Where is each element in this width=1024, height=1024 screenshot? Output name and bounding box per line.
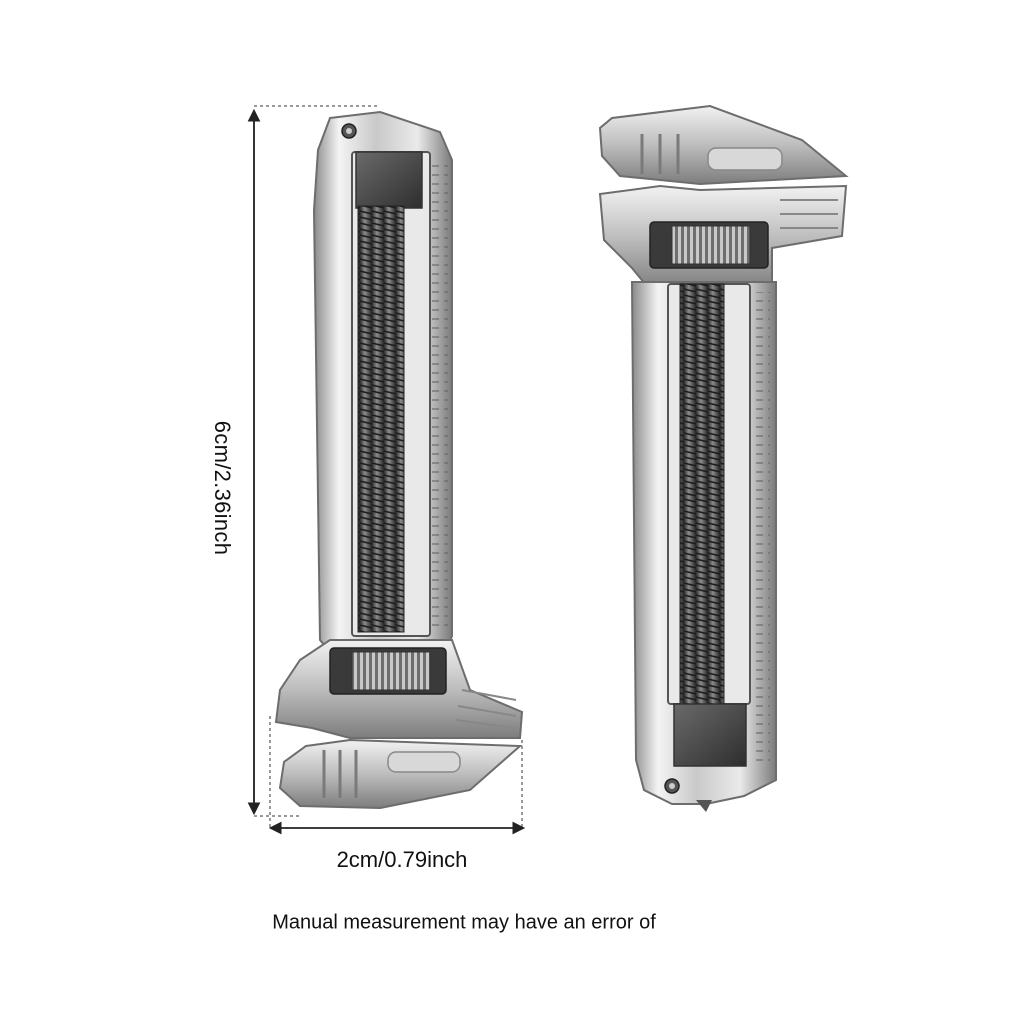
wrench-open-view — [598, 104, 849, 812]
width-dimension — [268, 716, 526, 835]
width-measurement-label: 2cm/0.79inch — [336, 847, 468, 872]
wrench-closed-view — [274, 110, 524, 810]
height-measurement-label: 6cm/2.36inch — [210, 420, 235, 556]
measurement-error-note: Manual measurement may have an error of — [272, 911, 656, 934]
height-dimension — [247, 105, 380, 817]
